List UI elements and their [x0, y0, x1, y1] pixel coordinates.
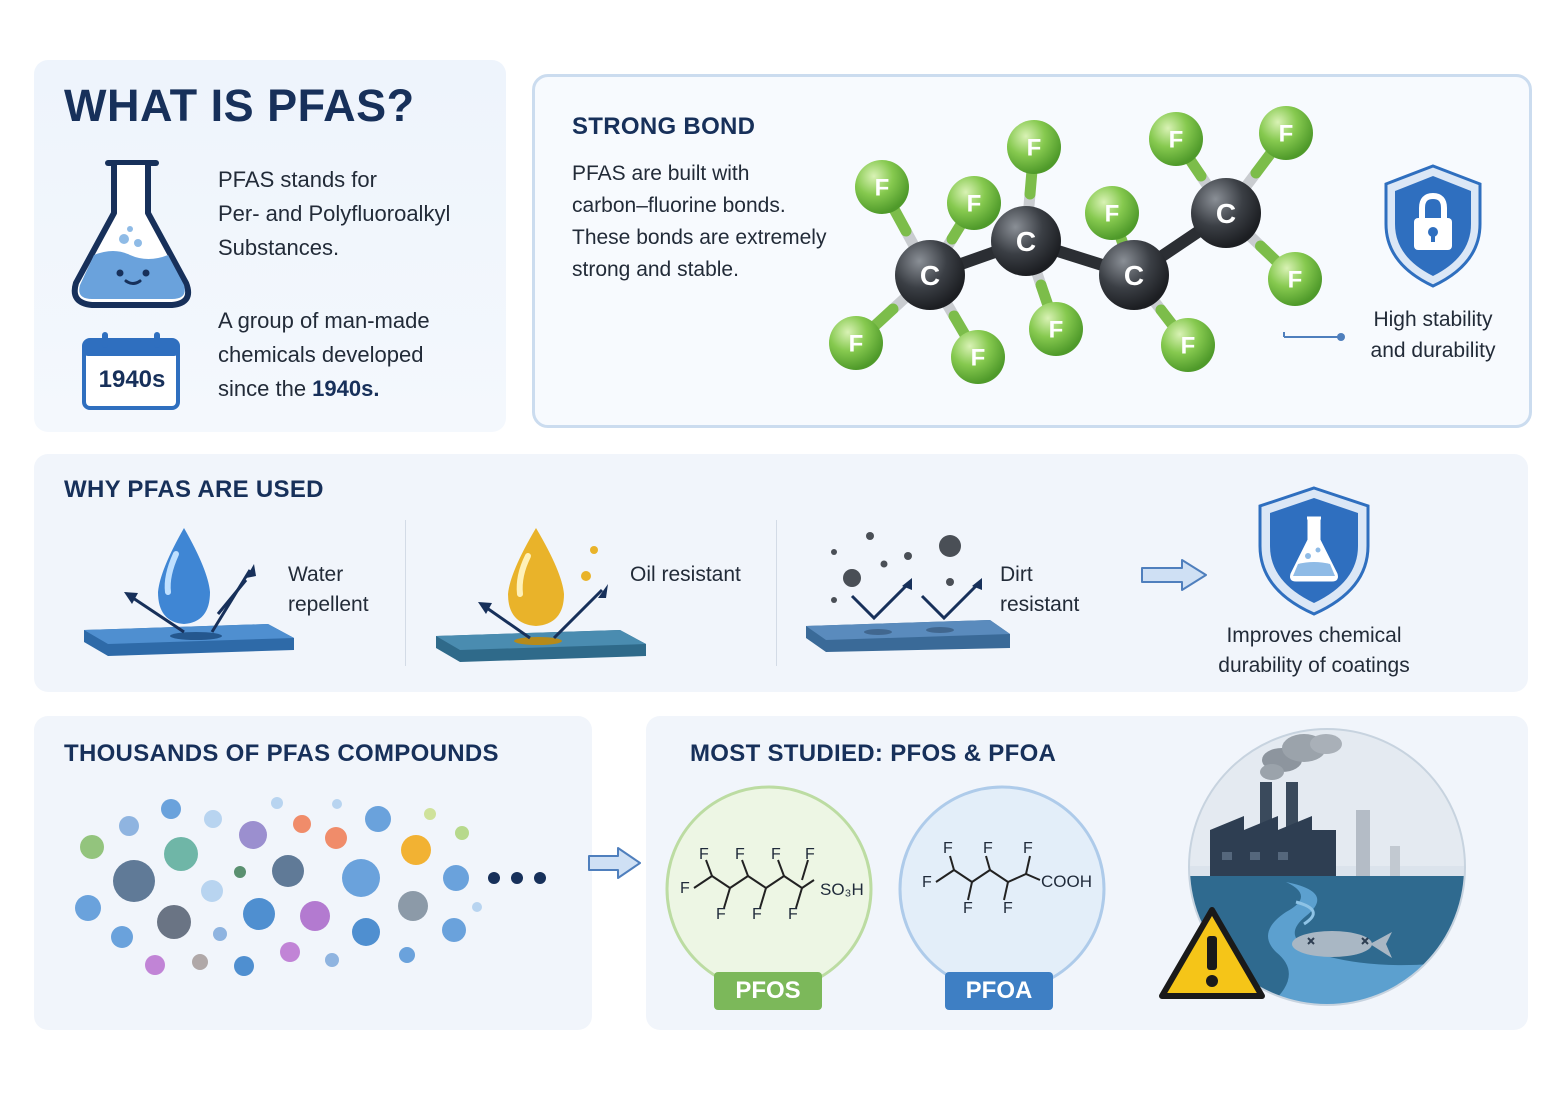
what-line-2: Per- and Polyfluoroalkyl — [218, 201, 451, 226]
dirt-line-1: Dirt — [1000, 563, 1033, 586]
carbon-atom-label: C — [1124, 260, 1144, 291]
fluorine-atom: F — [1149, 112, 1203, 166]
what-line-5: chemicals developed — [218, 342, 424, 367]
used-title: WHY PFAS ARE USED — [64, 476, 324, 503]
most-title: MOST STUDIED: PFOS & PFOA — [690, 740, 1057, 767]
oil-label: Oil resistant — [630, 563, 741, 586]
pfos-f-1: F — [699, 846, 709, 863]
carbon-atom: C — [991, 206, 1061, 276]
fluorine-atom-label: F — [1181, 333, 1196, 360]
what-title: WHAT IS PFAS? — [64, 80, 415, 131]
dead-fish-icon — [1292, 931, 1372, 957]
pfos-tag: PFOS — [714, 972, 822, 1010]
compound-dots-icon — [75, 797, 482, 976]
fluorine-atom-label: F — [1105, 201, 1120, 228]
fluorine-atom-label: F — [1288, 267, 1303, 294]
pfoa-f-2: F — [983, 840, 993, 857]
fluorine-atom-label: F — [971, 345, 986, 372]
molecule-icon: F F F F F F F F F F F C C C C — [829, 106, 1322, 384]
bond-line-2: carbon–fluorine bonds. — [572, 194, 786, 217]
shield-flask-icon — [1258, 486, 1370, 616]
dirt-line-2: resistant — [1000, 593, 1080, 616]
dirt-particles-icon — [806, 532, 1010, 652]
what-line-6: since the 1940s. — [218, 372, 379, 406]
pfos-f-5: F — [680, 880, 690, 897]
fluorine-atom: F — [951, 330, 1005, 384]
fluorine-atom: F — [1085, 186, 1139, 240]
fluorine-atom-label: F — [1027, 135, 1042, 162]
oil-drop-icon — [436, 528, 646, 662]
fluorine-atom-label: F — [1279, 121, 1294, 148]
what-line-6-bold: 1940s. — [312, 376, 380, 401]
pointer-line-icon — [1283, 332, 1345, 341]
pfoa-f-3: F — [1023, 840, 1033, 857]
fluorine-atom-label: F — [849, 331, 864, 358]
water-line-1: Water — [288, 563, 344, 586]
divider-1 — [405, 520, 406, 666]
ellipsis-icon — [488, 872, 546, 884]
divider-2 — [776, 520, 777, 666]
carbon-atom-label: C — [1216, 198, 1236, 229]
fluorine-atom-label: F — [967, 191, 982, 218]
pfos-f-3: F — [771, 846, 781, 863]
carbon-atom: C — [1099, 240, 1169, 310]
what-line-6-prefix: since the — [218, 376, 313, 401]
fluorine-atom: F — [1029, 302, 1083, 356]
fluorine-atom-label: F — [1169, 127, 1184, 154]
carbon-atom-label: C — [920, 260, 940, 291]
pfos-f-7: F — [752, 906, 762, 923]
thousands-title: THOUSANDS OF PFAS COMPOUNDS — [64, 740, 499, 767]
fluorine-atom: F — [947, 176, 1001, 230]
water-drop-icon — [84, 528, 294, 656]
warning-icon — [1159, 907, 1265, 999]
what-line-3: Substances. — [218, 235, 340, 260]
bond-line-1: PFAS are built with — [572, 162, 750, 185]
pfoa-f-1: F — [943, 840, 953, 857]
pfoa-tag: PFOA — [945, 972, 1053, 1010]
pfos-structure-icon — [693, 859, 815, 909]
fluorine-atom: F — [1161, 318, 1215, 372]
calendar-icon — [82, 332, 180, 410]
pfoa-f-6: F — [1003, 900, 1013, 917]
pfos-f-2: F — [735, 846, 745, 863]
result-line-1: Improves chemical — [1226, 624, 1402, 647]
carbon-atom: C — [1191, 178, 1261, 248]
water-line-2: repellent — [288, 593, 369, 616]
pfoa-f-5: F — [963, 900, 973, 917]
pfos-so3h: SO₃H — [820, 880, 864, 899]
fluorine-atom: F — [1268, 252, 1322, 306]
carbon-atom-label: C — [1016, 226, 1036, 257]
pfos-f-8: F — [788, 906, 798, 923]
bond-title: STRONG BOND — [572, 113, 756, 140]
bond-line-3: These bonds are extremely — [572, 226, 827, 249]
bond-line-4: strong and stable. — [572, 258, 739, 281]
pfoa-cooh: COOH — [1041, 872, 1092, 891]
fluorine-atom: F — [1259, 106, 1313, 160]
pfos-f-4: F — [805, 846, 815, 863]
stability-line-1: High stability — [1373, 308, 1493, 331]
fluorine-atom-label: F — [875, 175, 890, 202]
arrow-right-icon — [1141, 559, 1207, 591]
fluorine-atom: F — [829, 316, 883, 370]
result-line-2: durability of coatings — [1218, 654, 1410, 677]
fluorine-atom-label: F — [1049, 317, 1064, 344]
what-line-4: A group of man-made — [218, 308, 430, 333]
stability-line-2: and durability — [1370, 339, 1496, 362]
what-line-1: PFAS stands for — [218, 167, 377, 192]
calendar-label: 1940s — [98, 366, 166, 393]
shield-lock-icon — [1384, 164, 1482, 288]
pfoa-structure-icon — [935, 855, 1041, 901]
fluorine-atom: F — [855, 160, 909, 214]
pfos-f-6: F — [716, 906, 726, 923]
fluorine-atom: F — [1007, 120, 1061, 174]
carbon-atom: C — [895, 240, 965, 310]
flask-icon — [71, 160, 192, 308]
pfoa-f-4: F — [922, 874, 932, 891]
arrow-right-icon — [588, 847, 641, 879]
